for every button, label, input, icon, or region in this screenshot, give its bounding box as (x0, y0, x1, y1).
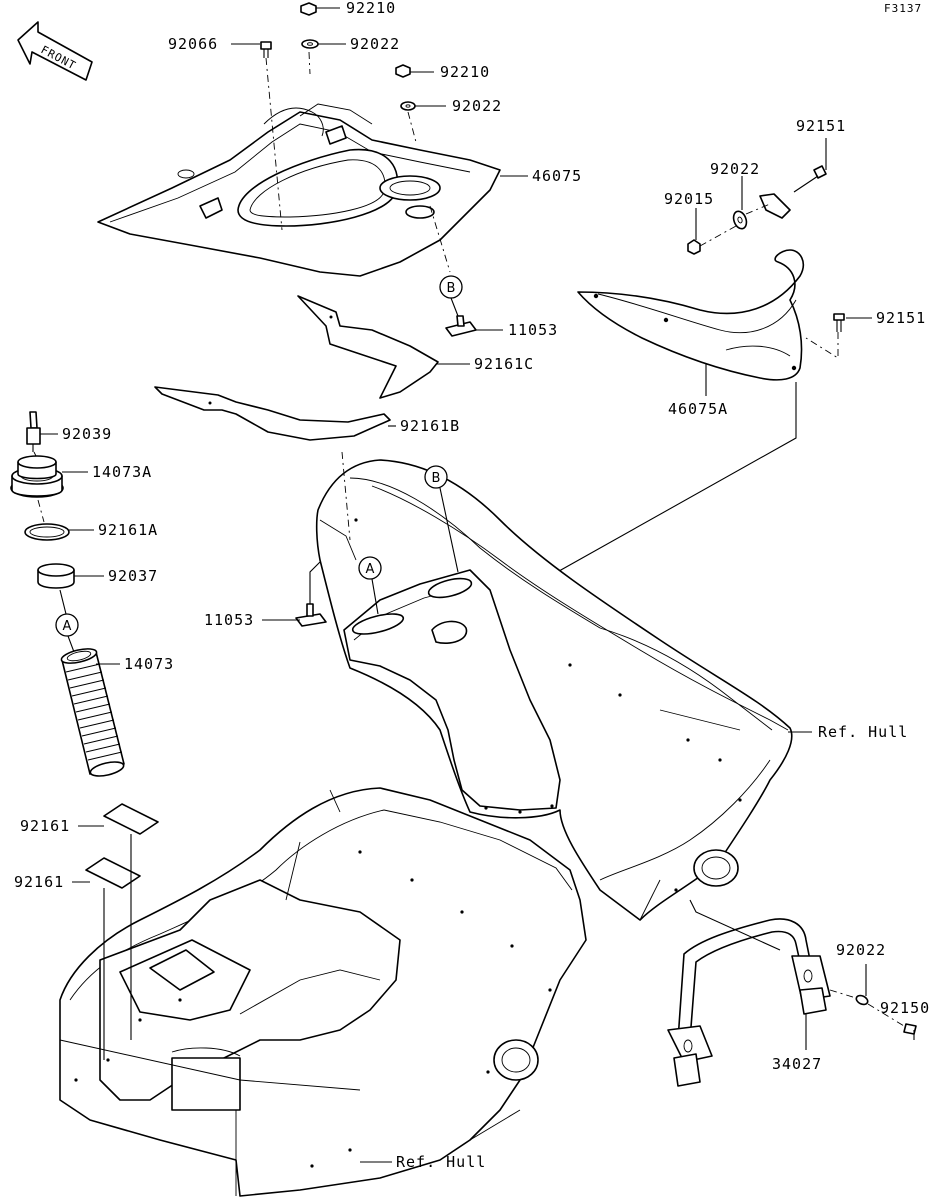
callout-b-upper-label: B (447, 281, 456, 296)
callout-b-hull: B (424, 465, 448, 489)
label-ref-hull-right: Ref. Hull (818, 723, 908, 741)
fitting-14073a (10, 455, 64, 498)
fastener-92210-top (300, 2, 317, 16)
label-92022-right: 92022 (710, 160, 760, 178)
label-46075: 46075 (532, 167, 582, 185)
label-92022-top: 92022 (350, 35, 400, 53)
figure-code: F3137 (884, 2, 922, 15)
label-92161-b: 92161 (14, 873, 64, 891)
valve-92039 (26, 411, 41, 452)
label-92151-mid: 92151 (876, 309, 926, 327)
seat-pan-46075 (97, 103, 501, 277)
callout-a-hull: A (358, 556, 382, 580)
label-92037: 92037 (108, 567, 158, 585)
hose-14073 (60, 648, 125, 777)
label-92151-top: 92151 (796, 117, 846, 135)
cover-46075a (577, 193, 805, 381)
washer-92022-low (855, 994, 869, 1006)
front-arrow-icon: FRONT (17, 21, 93, 81)
bolt-92151-mid (833, 313, 845, 332)
label-92161c: 92161C (474, 355, 534, 373)
pad-92161-a (103, 803, 159, 835)
handle-34027 (667, 918, 831, 1087)
oring-92161a (24, 523, 70, 541)
label-92210-top: 92210 (346, 0, 396, 17)
upper-hull (315, 459, 793, 921)
leaders (40, 7, 915, 1163)
label-92022-low: 92022 (836, 941, 886, 959)
label-11053-left: 11053 (204, 611, 254, 629)
label-34027: 34027 (772, 1055, 822, 1073)
label-92015: 92015 (664, 190, 714, 208)
callout-a-left: A (55, 613, 79, 637)
label-ref-hull-bottom: Ref. Hull (396, 1153, 486, 1171)
clamp-92037 (37, 563, 75, 589)
nut-92015 (687, 239, 701, 255)
label-92210-mid: 92210 (440, 63, 490, 81)
callout-a-left-label: A (63, 619, 72, 634)
callout-b-hull-label: B (432, 471, 441, 486)
label-11053-top: 11053 (508, 321, 558, 339)
label-92066: 92066 (168, 35, 218, 53)
gasket-92161c (297, 295, 439, 399)
bolt-92066 (260, 41, 272, 58)
washer-92022-top (301, 39, 319, 49)
label-92150: 92150 (880, 999, 930, 1017)
label-92039: 92039 (62, 425, 112, 443)
clip-11053-left (295, 561, 327, 627)
label-92022-mid: 92022 (452, 97, 502, 115)
label-92161-a: 92161 (20, 817, 70, 835)
label-92161b: 92161B (400, 417, 460, 435)
label-14073: 14073 (124, 655, 174, 673)
clip-11053-upper (445, 315, 477, 337)
label-14073a: 14073A (92, 463, 152, 481)
bolt-92151-top (793, 165, 827, 193)
washer-92022-mid (400, 101, 416, 111)
fastener-92210-mid (395, 64, 411, 78)
lower-hull (59, 787, 587, 1197)
gasket-92161b (154, 386, 391, 441)
washer-92022-right (732, 210, 748, 230)
callout-b-upper: B (439, 275, 463, 299)
label-46075a: 46075A (668, 400, 728, 418)
label-92161a: 92161A (98, 521, 158, 539)
callout-a-hull-label: A (366, 562, 375, 577)
pad-92161-b (85, 857, 141, 889)
